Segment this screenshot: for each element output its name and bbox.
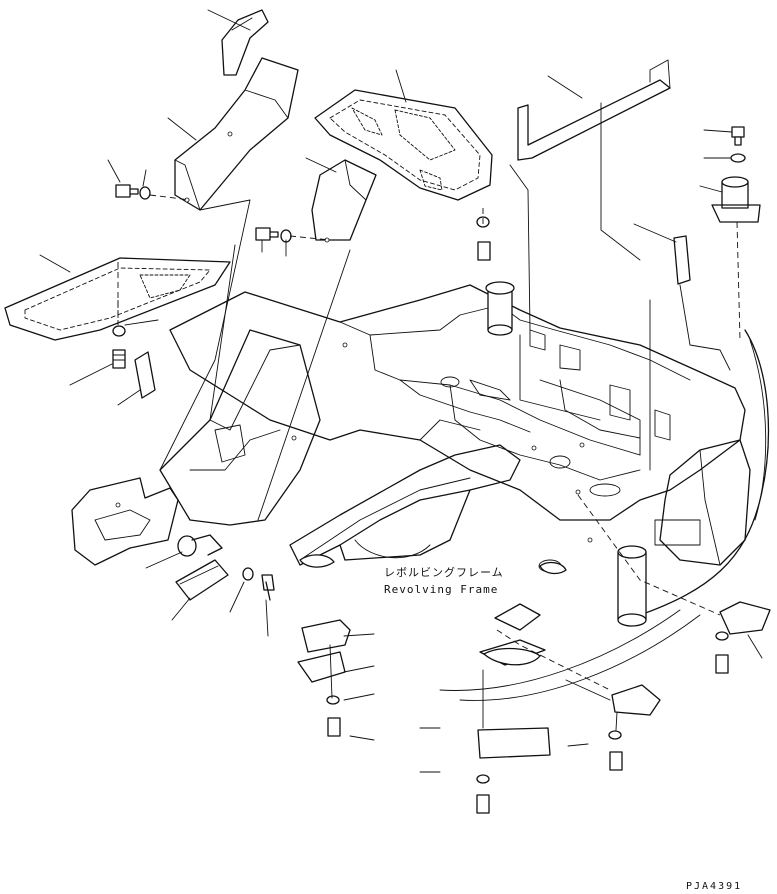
washer-bolt-bottom-left [243, 568, 274, 600]
bottom-cover-left [298, 620, 350, 736]
perforated-floor-plate-top [315, 90, 492, 200]
assembly-dashed-lines [118, 195, 740, 690]
side-guard-bottom-left [72, 478, 178, 565]
hose-cover-assembly [175, 10, 298, 210]
indicator-lamp-assembly [176, 535, 228, 600]
right-vertical-bar [674, 236, 690, 284]
frame-label-en: Revolving Frame [384, 583, 498, 596]
round-cover-right [716, 602, 770, 673]
washer-bolt-left-plate [113, 326, 125, 368]
bottom-cover-right [609, 685, 660, 770]
bolt-right-top [731, 127, 745, 162]
revolving-frame [160, 282, 768, 700]
small-oval-plate [540, 563, 566, 574]
drawing-code: PJA4391 [686, 881, 742, 892]
oval-plate-upper [300, 555, 334, 567]
washers-center-upper [477, 217, 490, 260]
center-cover [312, 160, 376, 242]
right-bracket-l-shape [518, 60, 670, 160]
bottom-cover-center [477, 604, 550, 813]
oval-opening-cover [484, 648, 540, 664]
bracket-right-mount [712, 177, 760, 222]
leader-lines [40, 10, 762, 772]
bolt-washer-left-upper [116, 185, 150, 199]
bolt-washer-center [256, 228, 291, 242]
frame-label-jp: レボルビングフレーム [384, 565, 504, 579]
perforated-floor-plate-left [5, 258, 230, 340]
caution-label-plate [135, 352, 155, 398]
